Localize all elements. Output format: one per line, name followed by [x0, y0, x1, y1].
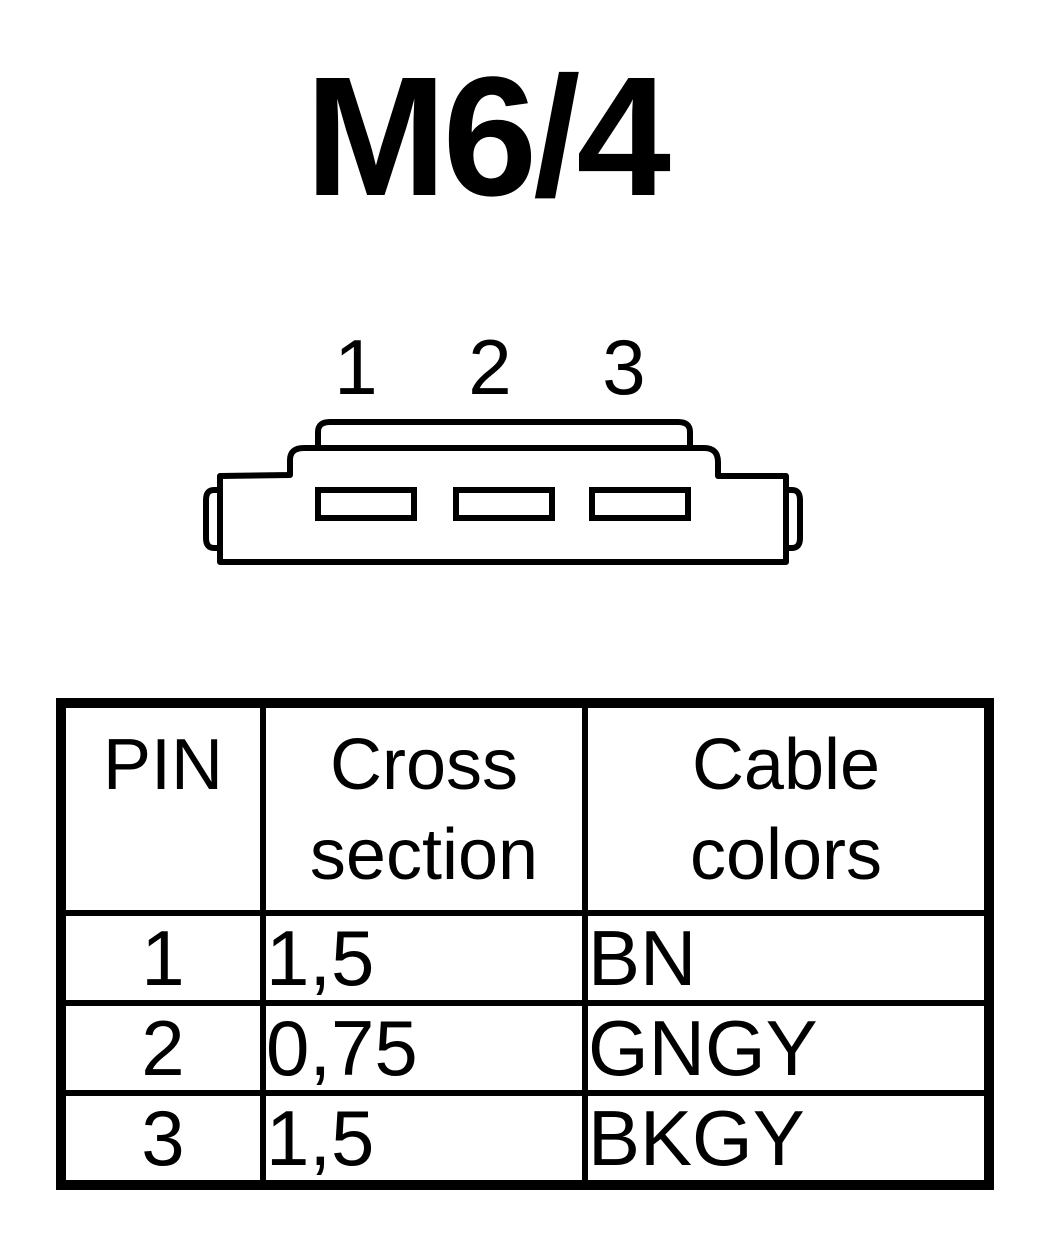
connector-right-latch [786, 487, 803, 551]
row-2-pin: 2 [58, 1000, 266, 1096]
page-title: M6/4 [305, 42, 671, 232]
row-1-cross-section: 1,5 [260, 910, 588, 1006]
row-3-cross-section: 1,5 [260, 1090, 588, 1188]
header-pin-label: PIN [102, 725, 224, 805]
table-row: 2 0,75 GNGY [58, 1000, 992, 1096]
connector-contact-2 [453, 487, 555, 521]
row-2-cross-section: 0,75 [260, 1000, 588, 1096]
connector-pin-label-3: 3 [602, 323, 646, 411]
connector-pin-label-1: 1 [334, 323, 378, 411]
row-3-pin: 3 [58, 1090, 266, 1188]
header-pin: PIN [58, 700, 266, 916]
table-row: 1 1,5 BN [58, 910, 992, 1006]
header-cable-colors-line-2: colors [689, 815, 883, 895]
connector-left-latch [203, 487, 220, 551]
connector-contact-1 [315, 487, 417, 521]
header-cross-section-line-1: Cross [329, 725, 518, 805]
pin-assignment-table: PIN Cross section Cable colors 1 1,5 BN … [56, 698, 994, 1190]
row-2-color: GNGY [582, 1000, 992, 1096]
table-row: 3 1,5 BKGY [58, 1090, 992, 1188]
header-cable-colors: Cable colors [582, 700, 992, 916]
row-1-pin: 1 [58, 910, 266, 1006]
row-1-color: BN [582, 910, 992, 1006]
table-header-row: PIN Cross section Cable colors [58, 700, 992, 916]
header-cable-colors-line-1: Cable [691, 725, 881, 805]
header-cross-section: Cross section [260, 700, 588, 916]
header-cross-section-line-2: section [309, 815, 539, 895]
connector-contact-3 [589, 487, 691, 521]
connector-drawing [203, 419, 803, 565]
connector-body [217, 445, 789, 565]
connector-pin-label-2: 2 [468, 323, 512, 411]
connector-top-key [315, 419, 693, 447]
row-3-color: BKGY [582, 1090, 992, 1188]
